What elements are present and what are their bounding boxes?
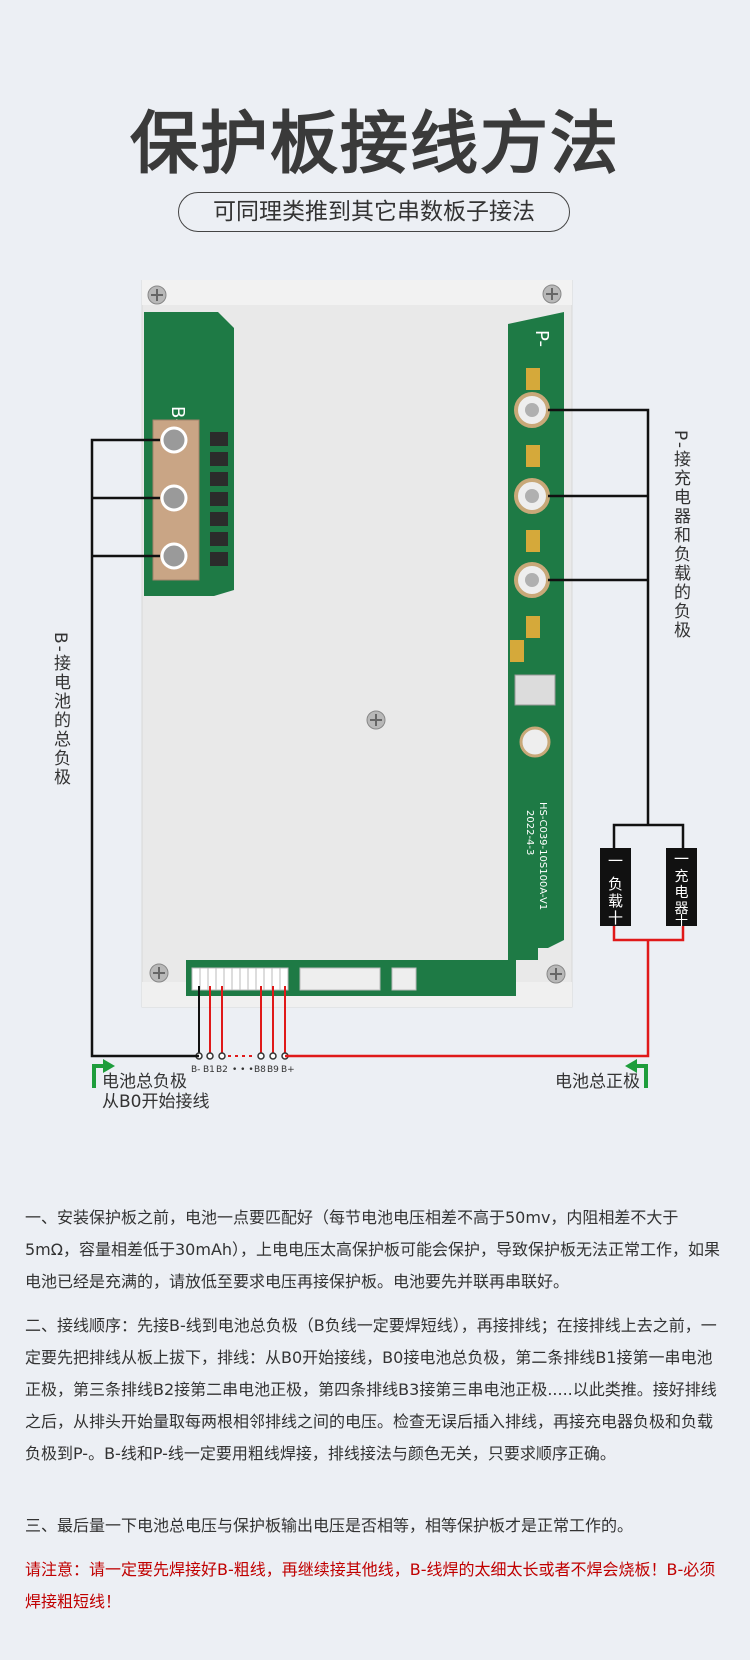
connector-label: B1 [203,1065,215,1075]
connector-label: B9 [267,1065,279,1075]
balance-connector-pins [199,968,281,990]
battery-negative-line2: 从B0开始接线 [102,1092,210,1112]
charger-plus: 十 [675,914,688,929]
svg-text:器: 器 [675,901,689,917]
board-date: 2022-4-3 [524,810,535,855]
b-minus-terminal [160,542,188,570]
b-minus-terminal [160,426,188,454]
right-connector [514,674,556,706]
charger-box [666,848,697,926]
connector-label: • • • [232,1065,254,1075]
wiring-diagram: B- P- HS-C039-10S100A-V1 2022-4-3 [0,279,750,1160]
balance-wires [198,986,286,1055]
battery-negative-line1: 电池总负极 [102,1072,187,1092]
screw-icon [546,964,566,984]
instruction-1: 一、安装保护板之前，电池一点要匹配好（每节电池电压相差不高于50mv，内阻相差不… [25,1208,721,1291]
arrow-icon [92,1064,106,1088]
positive-wire [285,925,685,1058]
screw-icon [366,710,386,730]
b-minus-terminal [160,484,188,512]
warning-note: 请注意：请一定要先焊接好B-粗线，再继续接其他线，B-线焊的太细太长或者不焊会烧… [25,1560,716,1611]
subtitle-badge: 可同理类推到其它串数板子接法 [178,192,570,232]
svg-text:充: 充 [675,869,689,885]
battery-negative-label: 电池总负极 从B0开始接线 [102,1072,209,1112]
board-top-rim [142,280,572,305]
left-mosfets [210,432,228,566]
connector-label: B2 [216,1065,228,1075]
load-label-2: 载 [608,892,623,910]
screw-icon [149,963,169,983]
connector-labels: B- B1 B2 • • • B8 B9 B+ [191,1065,295,1075]
arrow-icon [103,1059,115,1073]
svg-text:电: 电 [675,885,689,901]
board-model: HS-C039-10S100A-V1 [537,802,548,910]
p-minus-label: P-接充电器和负载的负极 [670,430,690,641]
charger-minus: 一 [674,850,689,868]
arrow-icon [634,1064,648,1088]
connector-label: B8 [254,1065,266,1075]
b-minus-wire [90,438,199,1058]
load-box [600,848,631,926]
wiring-diagram-svg: B- P- HS-C039-10S100A-V1 2022-4-3 [90,279,697,1088]
instruction-2: 二、接线顺序：先接B-线到电池总负极（B负线一定要焊短线），再接排线；在接排线上… [25,1316,717,1463]
load-plus: 十 [608,909,623,927]
right-pad-label: P- [531,330,552,347]
screw-icon [542,284,562,304]
right-gold-pads [510,368,540,662]
arrow-icon [625,1059,637,1073]
battery-positive-label: 电池总正极 [555,1072,640,1092]
connector-label: B- [191,1065,200,1075]
instruction-3: 三、最后量一下电池总电压与保护板输出电压是否相等，相等保护板才是正常工作的。 [25,1516,634,1535]
page-title: 保护板接线方法 [129,105,620,184]
b-minus-label: B-接电池的总负极 [50,632,70,787]
p-minus-wire [548,408,685,850]
connector-label: B+ [281,1065,295,1075]
load-label-1: 负 [608,875,623,893]
load-minus: 一 [608,852,623,870]
screw-icon [147,285,167,305]
